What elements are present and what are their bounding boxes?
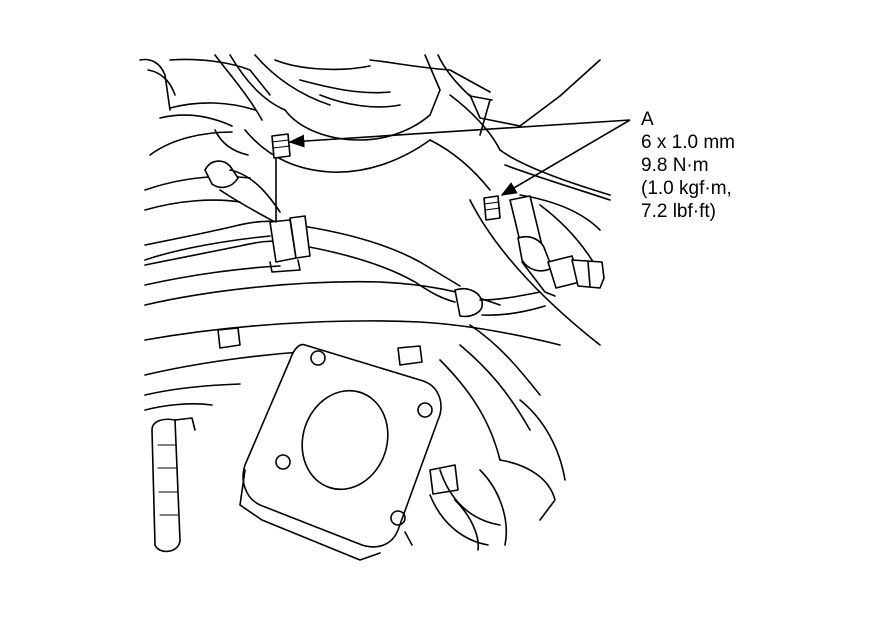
callout-letter: A xyxy=(641,109,654,130)
torque-callout: A 6 x 1.0 mm 9.8 N·m (1.0 kgf·m, 7.2 lbf… xyxy=(641,108,735,223)
engine-body-contours xyxy=(139,54,611,551)
bolt-icon-2 xyxy=(483,195,501,221)
leader-arrow-icon xyxy=(288,119,631,196)
bolt-icon xyxy=(271,133,291,159)
callout-line-torque-kgf: (1.0 kgf·m, xyxy=(641,178,732,199)
hose-line xyxy=(144,129,546,318)
callout-line-torque-nm: 9.8 N·m xyxy=(641,155,709,176)
callout-line-size: 6 x 1.0 mm xyxy=(641,132,735,153)
lower-fasteners xyxy=(217,327,501,546)
flange xyxy=(239,343,442,561)
line-clamp xyxy=(269,157,311,273)
left-bracket xyxy=(144,403,213,553)
callout-line-torque-lbf: 7.2 lbf·ft) xyxy=(641,201,716,222)
sensor-connector xyxy=(509,195,605,297)
